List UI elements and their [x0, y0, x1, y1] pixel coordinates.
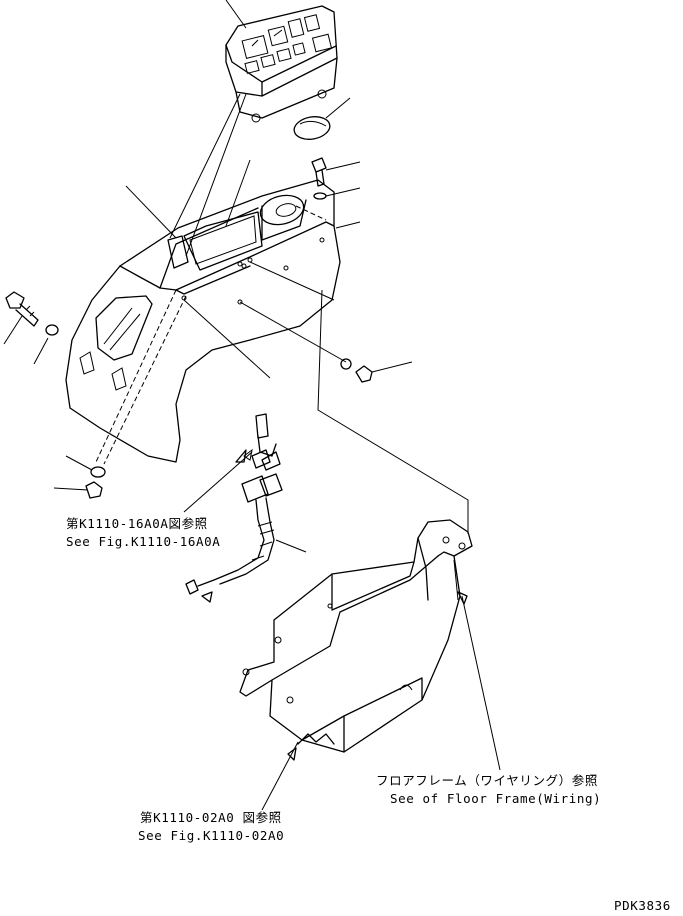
- floor-frame-panel: [235, 449, 501, 811]
- bolt-left: [3, 291, 59, 365]
- panel-ref-en: See Fig.K1110-02A0: [138, 828, 284, 843]
- cap-cover: [293, 97, 351, 140]
- drawing-code: PDK3836: [614, 898, 671, 913]
- wire-harness: [183, 413, 307, 603]
- floor-frame-ref-en: See of Floor Frame(Wiring): [390, 791, 601, 806]
- floor-frame-ref-jp: フロアフレーム（ワイヤリング）参照: [376, 773, 598, 788]
- hidden-lines: [95, 205, 327, 465]
- monitor-panel: [225, 0, 338, 123]
- bolt-top: [311, 157, 361, 200]
- panel-ref-jp: 第K1110-02A0 図参照: [140, 810, 282, 825]
- washer-lower: [53, 455, 106, 499]
- harness-ref-en: See Fig.K1110-16A0A: [66, 534, 220, 549]
- reference-floor-frame: フロアフレーム（ワイヤリング）参照 See of Floor Frame(Wir…: [376, 773, 601, 806]
- wiring-route: [317, 289, 469, 534]
- harness-ref-jp: 第K1110-16A0A図参照: [66, 516, 208, 531]
- reference-panel: 第K1110-02A0 図参照 See Fig.K1110-02A0: [138, 810, 284, 843]
- leader-lines: [125, 93, 361, 379]
- console-housing: [65, 179, 341, 463]
- bolt-right: [340, 358, 413, 383]
- reference-harness: 第K1110-16A0A図参照 See Fig.K1110-16A0A: [66, 516, 220, 549]
